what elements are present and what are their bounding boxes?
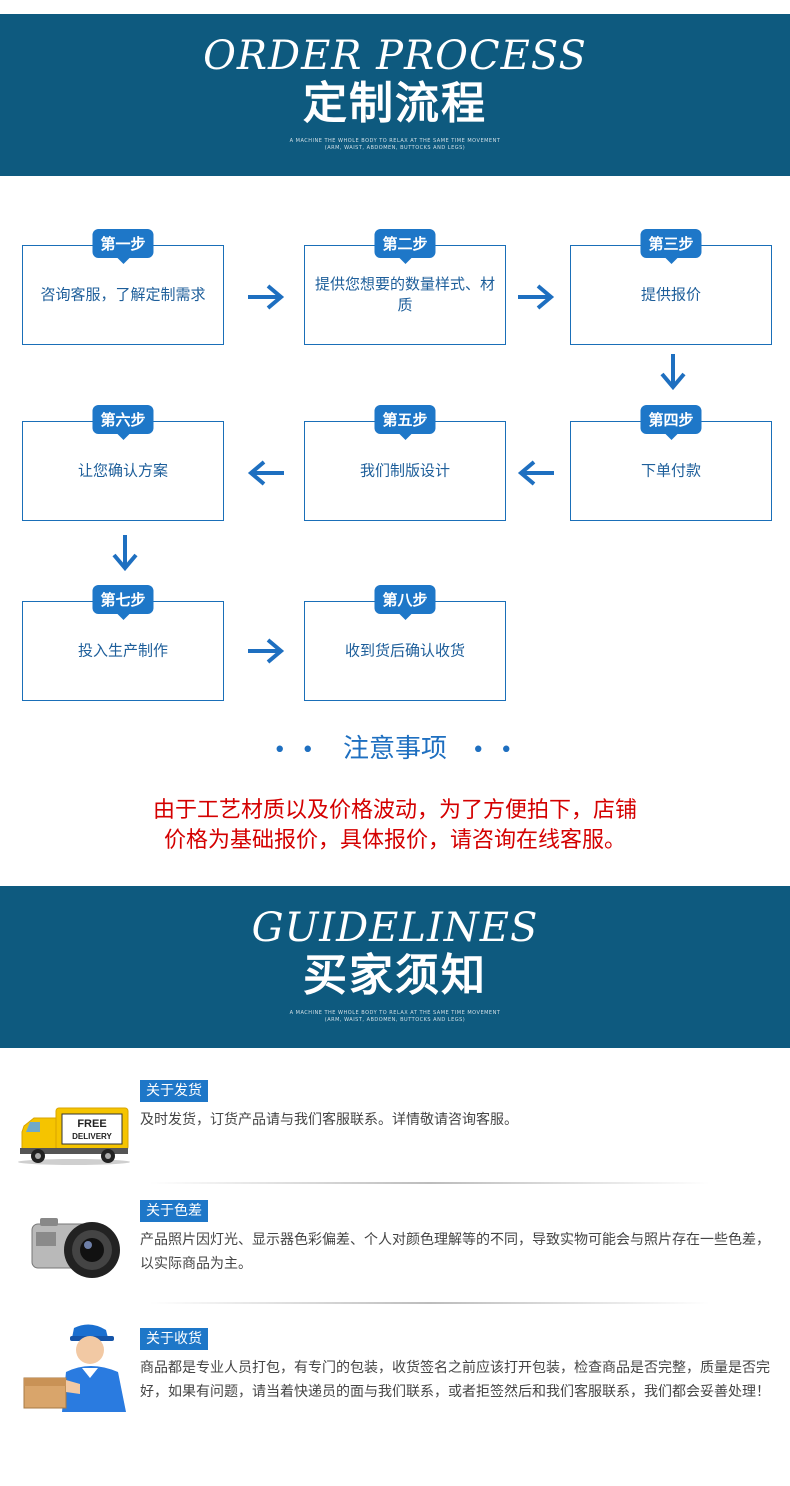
guideline-tag: 关于色差 bbox=[140, 1200, 208, 1222]
arrow-left-icon bbox=[517, 460, 554, 486]
step-text: 提供您想要的数量样式、材质 bbox=[315, 275, 496, 314]
divider bbox=[150, 1182, 710, 1184]
arrow-right-icon bbox=[248, 284, 285, 310]
arrow-left-icon bbox=[247, 460, 284, 486]
truck-delivery-text: DELIVERY bbox=[72, 1132, 112, 1141]
arrow-right-icon bbox=[248, 638, 285, 664]
step-text: 投入生产制作 bbox=[77, 641, 168, 660]
step-6: 第六步 让您确认方案 bbox=[22, 405, 224, 521]
arrow-down-icon bbox=[112, 535, 138, 572]
guideline-tag: 关于收货 bbox=[140, 1328, 208, 1350]
banner-title-en: ORDER PROCESS bbox=[203, 33, 587, 79]
notice-dots-right: • • bbox=[471, 738, 517, 763]
step-5: 第五步 我们制版设计 bbox=[304, 405, 506, 521]
step-2: 第二步 提供您想要的数量样式、材质 bbox=[304, 229, 506, 345]
step-3: 第三步 提供报价 bbox=[570, 229, 772, 345]
step-text: 收到货后确认收货 bbox=[344, 641, 465, 660]
banner-title-cn: 买家须知 bbox=[303, 950, 487, 1001]
banner-title-cn: 定制流程 bbox=[303, 78, 487, 129]
step-badge: 第五步 bbox=[374, 405, 436, 440]
step-badge: 第三步 bbox=[640, 229, 702, 264]
notice-title: • • 注意事项 • • bbox=[0, 728, 790, 765]
guideline-desc: 及时发货，订货产品请与我们客服联系。详情敬请咨询客服。 bbox=[140, 1112, 518, 1128]
divider bbox=[150, 1302, 710, 1304]
step-text: 我们制版设计 bbox=[359, 461, 450, 480]
step-badge: 第四步 bbox=[640, 405, 702, 440]
step-text: 让您确认方案 bbox=[77, 461, 168, 480]
arrow-right-icon bbox=[518, 284, 555, 310]
guideline-shipping: 关于发货 及时发货，订货产品请与我们客服联系。详情敬请咨询客服。 bbox=[140, 1080, 780, 1132]
camera-icon bbox=[31, 1218, 120, 1278]
delivery-truck-icon: FREE DELIVERY bbox=[18, 1107, 130, 1165]
step-badge: 第一步 bbox=[92, 229, 154, 264]
step-badge: 第二步 bbox=[374, 229, 436, 264]
order-process-banner: ORDER PROCESS 定制流程 A MACHINE THE WHOLE B… bbox=[0, 14, 790, 176]
notice-line-2: 价格为基础报价，具体报价，请咨询在线客服。 bbox=[163, 828, 626, 853]
truck-free-text: FREE bbox=[77, 1118, 106, 1130]
step-badge: 第七步 bbox=[92, 585, 154, 620]
notice-line-1: 由于工艺材质以及价格波动，为了方便拍下，店铺 bbox=[152, 798, 637, 823]
step-4: 第四步 下单付款 bbox=[570, 405, 772, 521]
notice-title-text: 注意事项 bbox=[342, 734, 447, 764]
step-1: 第一步 咨询客服，了解定制需求 bbox=[22, 229, 224, 345]
courier-icon bbox=[23, 1324, 126, 1412]
step-7: 第七步 投入生产制作 bbox=[22, 585, 224, 701]
step-badge: 第八步 bbox=[374, 585, 436, 620]
step-text: 咨询客服，了解定制需求 bbox=[40, 285, 206, 304]
banner-subtitle-1: A MACHINE THE WHOLE BODY TO RELAX AT THE… bbox=[289, 1010, 501, 1016]
banner-title-en: GUIDELINES bbox=[251, 905, 539, 951]
step-text: 下单付款 bbox=[640, 461, 701, 480]
banner-subtitle-2: (ARM, WAIST, ABDOMEN, BUTTOCKS AND LEGS) bbox=[324, 1017, 466, 1023]
guideline-receiving: 关于收货 商品都是专业人员打包，有专门的包装，收货签名之前应该打开包装，检查商品… bbox=[140, 1328, 780, 1404]
step-8: 第八步 收到货后确认收货 bbox=[304, 585, 506, 701]
guideline-desc: 产品照片因灯光、显示器色彩偏差、个人对颜色理解等的不同，导致实物可能会与照片存在… bbox=[140, 1232, 770, 1272]
step-text: 提供报价 bbox=[640, 285, 701, 304]
banner-subtitle-2: (ARM, WAIST, ABDOMEN, BUTTOCKS AND LEGS) bbox=[324, 145, 466, 151]
guideline-desc: 商品都是专业人员打包，有专门的包装，收货签名之前应该打开包装，检查商品是否完整，… bbox=[140, 1360, 770, 1400]
guideline-color: 关于色差 产品照片因灯光、显示器色彩偏差、个人对颜色理解等的不同，导致实物可能会… bbox=[140, 1200, 780, 1276]
notice-dots-left: • • bbox=[273, 738, 319, 763]
notice-body: 由于工艺材质以及价格波动，为了方便拍下，店铺 价格为基础报价，具体报价，请咨询在… bbox=[80, 796, 710, 856]
guideline-tag: 关于发货 bbox=[140, 1080, 208, 1102]
guidelines-banner: GUIDELINES 买家须知 A MACHINE THE WHOLE BODY… bbox=[0, 886, 790, 1048]
arrow-down-icon bbox=[660, 354, 686, 391]
banner-subtitle-1: A MACHINE THE WHOLE BODY TO RELAX AT THE… bbox=[289, 138, 501, 144]
step-badge: 第六步 bbox=[92, 405, 154, 440]
